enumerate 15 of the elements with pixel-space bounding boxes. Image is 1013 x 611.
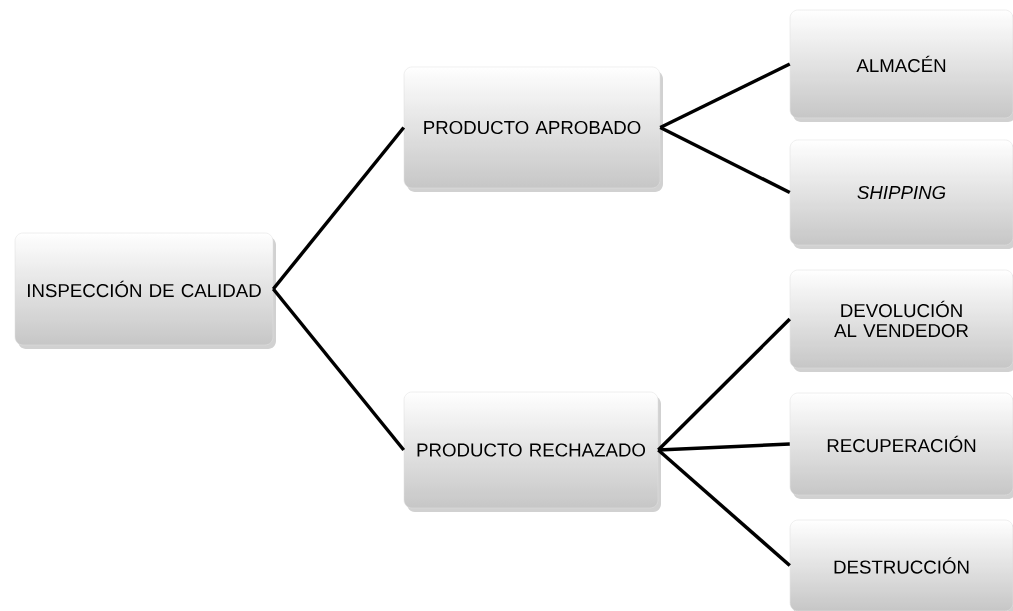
connector-line (659, 125, 791, 195)
process-box: PRODUCTO RECHAZADO (403, 391, 661, 512)
connector-line (657, 448, 791, 567)
connector-line (657, 317, 791, 452)
process-box: INSPECCIÓN DE CALIDAD (14, 232, 276, 349)
process-box: SHIPPING (789, 139, 1013, 249)
connector-line (658, 442, 790, 452)
connector-line (271, 126, 406, 291)
connector-line (271, 287, 406, 452)
connector-line (659, 62, 791, 130)
process-box: DEVOLUCIÓN AL VENDEDOR (789, 269, 1013, 372)
process-box: ALMACÉN (789, 9, 1013, 122)
process-box: RECUPERACIÓN (789, 392, 1013, 499)
process-box: DESTRUCCIÓN (789, 519, 1013, 611)
process-box: PRODUCTO APROBADO (403, 66, 663, 192)
